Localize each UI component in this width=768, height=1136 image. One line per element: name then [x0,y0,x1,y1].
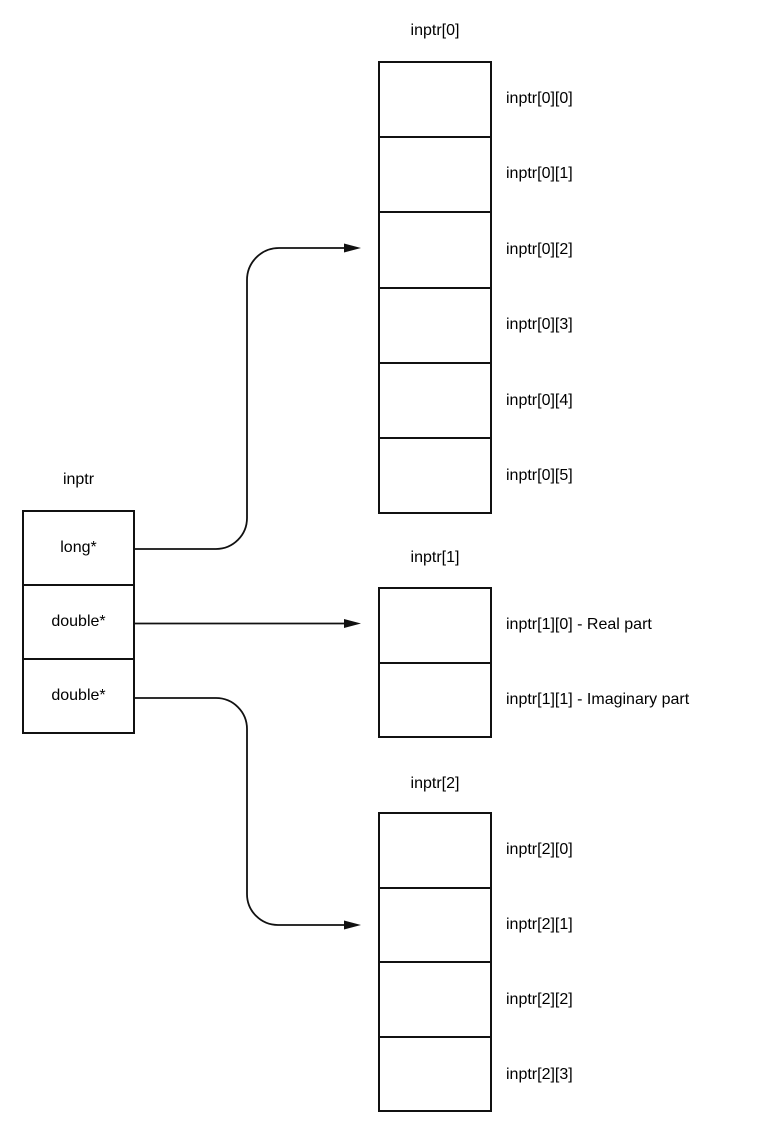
array-0-cell-1 [380,136,490,211]
cell-label: inptr[0][4] [506,391,573,409]
cell-label: inptr[2][3] [506,1065,573,1083]
cell-label: inptr[2][0] [506,840,573,858]
array-1-cell-0 [380,589,490,662]
array-1-cell-1 [380,661,490,737]
cell-label: inptr[1][0] - Real part [506,615,652,633]
array-0-labels: inptr[0][0] inptr[0][1] inptr[0][2] inpt… [506,61,768,514]
arrowhead-icon [344,619,361,628]
pointer-cell-double-1: double* [24,584,133,658]
array-0-title: inptr[0] [410,22,460,39]
array-2-cell-2 [380,961,490,1036]
pointer-box-title: inptr [62,471,95,488]
cell-label: inptr[0][1] [506,165,573,183]
cell-label: inptr[2][2] [506,990,573,1008]
array-0-cell-4 [380,361,490,437]
array-2-box [378,812,492,1112]
array-2-cell-1 [380,886,490,962]
cell-label: inptr[0][0] [506,89,573,107]
cell-label: inptr[0][3] [506,316,573,334]
array-2-cell-3 [380,1035,490,1111]
array-0-box [378,61,492,514]
pointer-cell-long: long* [60,539,97,556]
cell-label: inptr[1][1] - Imaginary part [506,691,690,709]
arrowhead-icon [344,920,361,930]
arrowhead-icon [344,243,361,253]
arrow-long-to-array0 [135,243,361,550]
array-1-box [378,587,492,738]
array-0-cell-3 [380,286,490,362]
array-2-title: inptr[2] [410,775,460,792]
array-0-cell-5 [380,436,490,512]
array-1-title: inptr[1] [410,549,460,566]
cell-label: inptr[2][1] [506,915,573,933]
array-2-labels: inptr[2][0] inptr[2][1] inptr[2][2] inpt… [506,812,768,1112]
pointer-box: long* double* double* [22,510,135,734]
array-0-cell-2 [380,211,490,286]
cell-label: inptr[0][2] [506,240,573,258]
array-0-cell-0 [380,63,490,136]
pointer-cell-double-2: double* [24,658,133,732]
arrow-double1-to-array1 [135,619,361,628]
array-2-cell-0 [380,814,490,887]
array-1-labels: inptr[1][0] - Real part inptr[1][1] - Im… [506,587,768,738]
cell-label: inptr[0][5] [506,467,573,485]
arrow-double2-to-array2 [135,697,361,930]
